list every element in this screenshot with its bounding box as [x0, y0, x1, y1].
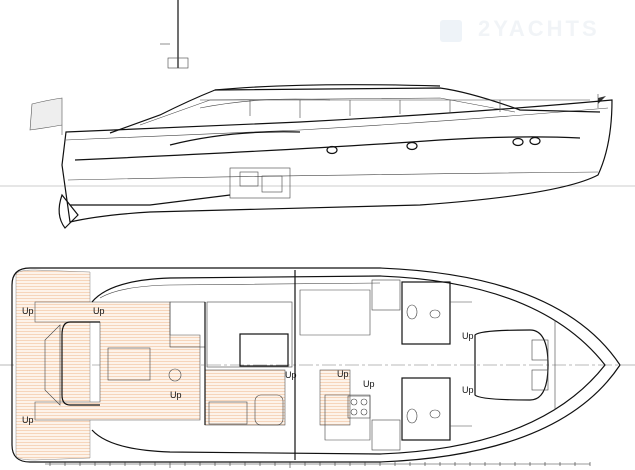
helm-seat: [168, 368, 182, 382]
ensign-flag: [29, 97, 63, 135]
up-label: Up: [93, 306, 105, 316]
galley: [208, 401, 248, 425]
rudder: [58, 193, 79, 229]
cockpit-table: [107, 347, 151, 381]
helm-chair: [254, 394, 284, 426]
up-label: Up: [337, 369, 349, 379]
locker-port: [371, 419, 401, 451]
watermark: 2YACHTS: [478, 16, 600, 41]
scale-bar: [45, 462, 591, 468]
profile-view: [0, 0, 635, 229]
salon-table: [239, 333, 289, 367]
up-label: Up: [462, 385, 474, 395]
pillow: [531, 339, 549, 361]
hull-outline: [11, 267, 621, 463]
up-label: Up: [285, 370, 297, 380]
salon-settee: [206, 301, 293, 368]
salon-floor: [204, 369, 286, 426]
up-label: Up: [22, 306, 34, 316]
up-label: Up: [170, 390, 182, 400]
hull-profile: [61, 99, 613, 223]
engine: [229, 167, 291, 199]
up-label: Up: [462, 331, 474, 341]
head-port: [401, 377, 451, 441]
plan-view: Up Up Up Up Up Up Up Up Up: [0, 267, 635, 468]
bow-flag: [598, 96, 606, 104]
locker-stbd: [371, 279, 401, 311]
up-label: Up: [22, 415, 34, 425]
head-stbd: [401, 281, 451, 345]
vberth: [474, 329, 549, 401]
portholes: [326, 136, 541, 155]
hob: [347, 395, 371, 419]
shaft: [70, 194, 231, 206]
radar-mount: [167, 57, 189, 69]
up-labels: Up Up Up Up Up Up Up Up Up: [22, 306, 474, 425]
pillow: [531, 369, 549, 391]
up-label: Up: [363, 379, 375, 389]
watermark-logo-icon: [440, 20, 462, 42]
swim-platform: [15, 269, 91, 461]
